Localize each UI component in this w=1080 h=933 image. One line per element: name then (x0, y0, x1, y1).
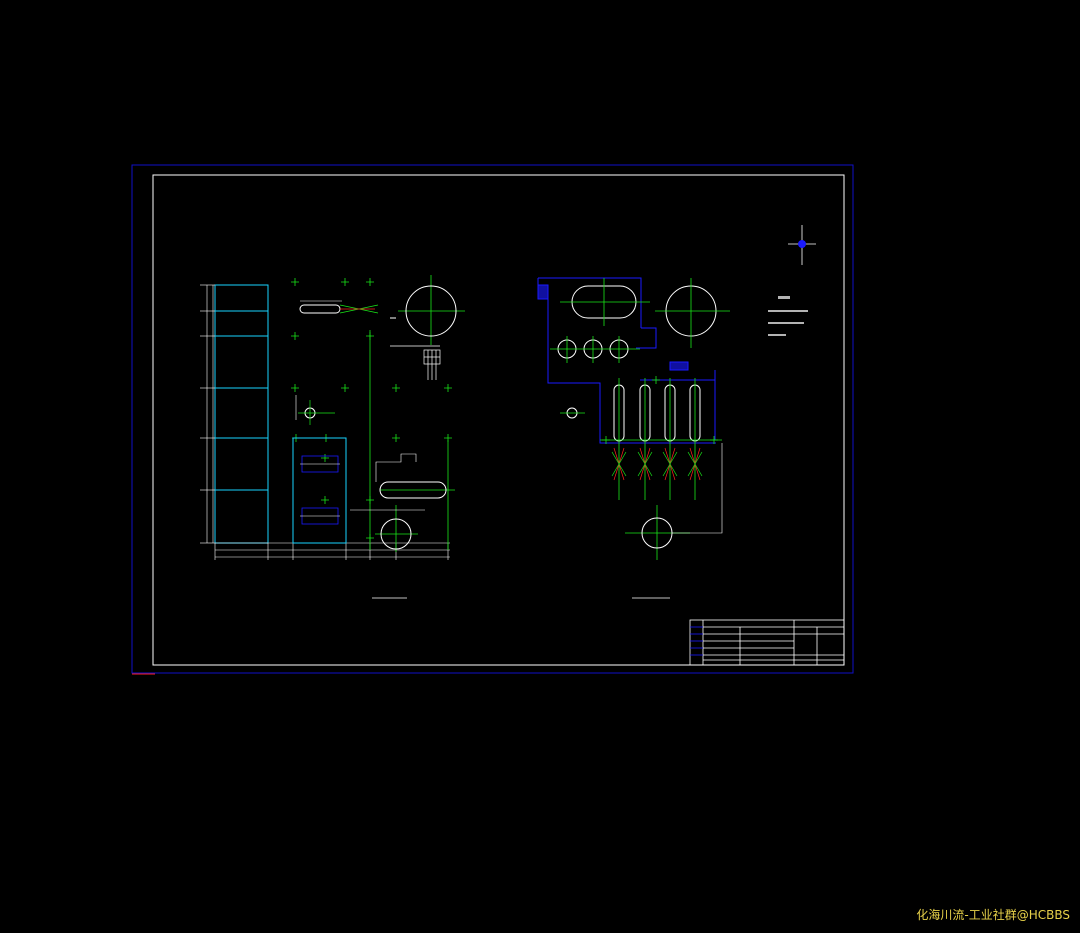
title-block (689, 619, 845, 666)
inlet-marker (537, 284, 549, 300)
pump-group (390, 345, 441, 380)
vertical-vessels (613, 384, 701, 442)
axis-grid-left (200, 284, 450, 560)
plan-view-left (200, 275, 465, 599)
outer-sheet-border (131, 164, 854, 674)
storage-tank-large (405, 285, 457, 337)
storage-tank-small (380, 518, 412, 550)
watermark: 化海川流-工业社群@HCBBS (916, 908, 1070, 922)
grid-cross-marks-left (291, 278, 452, 542)
horizontal-vessel-bottom (379, 481, 447, 499)
outlet-marker (669, 361, 689, 371)
piping-view-right (537, 277, 730, 599)
building-outline (214, 284, 269, 544)
pipe-routing-blue (537, 277, 716, 444)
horizontal-vessel-top (299, 304, 341, 314)
centerlines-left (339, 275, 465, 552)
vessel-leg-crosses (611, 447, 703, 481)
equipment-room (292, 437, 347, 544)
notes-block (768, 296, 808, 336)
north-arrow (788, 225, 816, 265)
inner-sheet-border (152, 174, 845, 666)
